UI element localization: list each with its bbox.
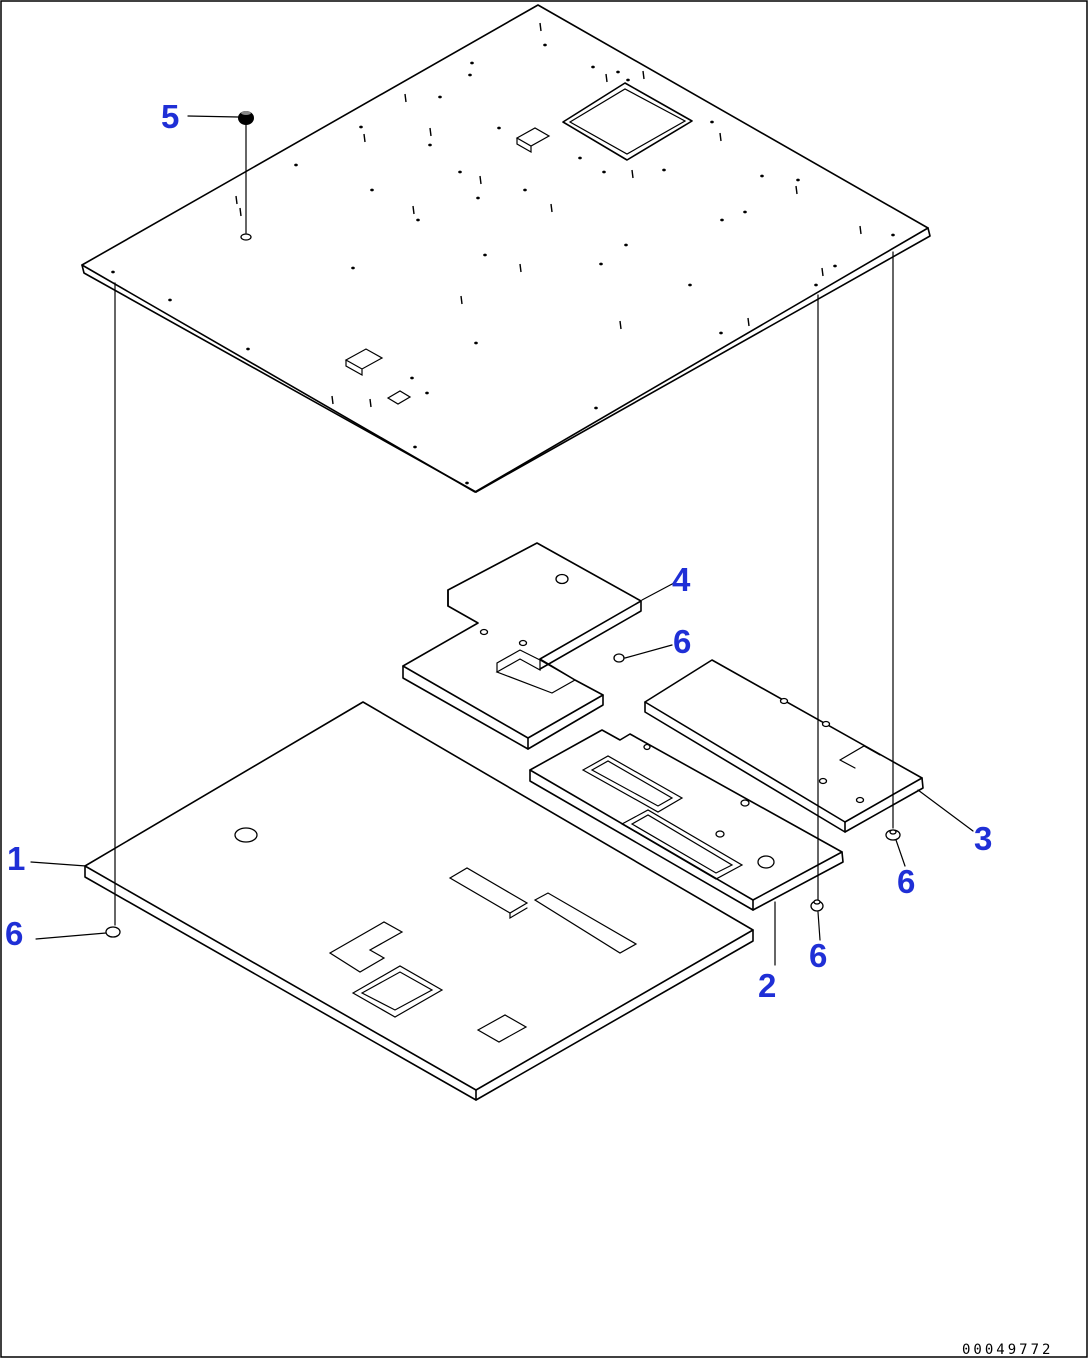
part-1-mat (84, 701, 754, 1101)
hardware (105, 111, 901, 938)
callout-6-middle: 6 (809, 937, 827, 974)
plate-mark (429, 127, 432, 137)
plate-mark (719, 132, 722, 142)
plate-mark (425, 391, 429, 395)
plate-mark (404, 93, 407, 103)
plate-mark (795, 185, 798, 195)
plate-mark (111, 270, 115, 274)
callout-3: 3 (974, 820, 992, 857)
part-3-mat (644, 659, 924, 833)
callout-1: 1 (7, 840, 25, 877)
clip-ring-icon (105, 926, 121, 938)
plate-mark (539, 22, 542, 32)
clip-ring-icon (885, 829, 901, 841)
callout-4: 4 (672, 561, 691, 598)
plate-mark (859, 225, 862, 235)
plate-mark (370, 188, 374, 192)
plate-mark (616, 70, 620, 74)
plate-mark (688, 283, 692, 287)
plate-mark (626, 78, 630, 82)
assembly-lines (114, 123, 894, 926)
plate-mark (458, 170, 462, 174)
plate-mark (760, 174, 764, 178)
plate-mark (235, 195, 238, 205)
plate-mark (631, 169, 634, 179)
plate-mark (465, 481, 469, 485)
callout-6-upper: 6 (673, 623, 691, 660)
plate-mark (747, 317, 750, 327)
plate-mark (821, 267, 824, 277)
plate-mark (619, 320, 622, 330)
plate-mark (412, 205, 415, 215)
plate-mark (331, 395, 334, 405)
plate-mark (369, 398, 372, 408)
plate-mark (814, 283, 818, 287)
plate-mark (602, 170, 606, 174)
floor-plate (81, 4, 931, 493)
clip-ring-icon (613, 653, 625, 663)
callout-2: 2 (758, 967, 776, 1004)
plate-mark (460, 295, 463, 305)
plate-mark (294, 163, 298, 167)
plate-mark (483, 253, 487, 257)
plate-mark (550, 203, 553, 213)
plate-mark (428, 143, 432, 147)
plate-mark (438, 95, 442, 99)
plate-mark (474, 341, 478, 345)
plate-mark (578, 156, 582, 160)
callout-6-left: 6 (5, 915, 23, 952)
plate-mark (239, 207, 242, 217)
part-4-mat (402, 542, 642, 750)
plate-mark (519, 263, 522, 273)
plate-mark (796, 178, 800, 182)
plate-mark (416, 218, 420, 222)
plate-mark (246, 347, 250, 351)
plate-mark (624, 243, 628, 247)
plate-mark (891, 233, 895, 237)
part-2-mat (529, 729, 844, 911)
plate-mark (470, 61, 474, 65)
plate-mark (720, 218, 724, 222)
plate-mark (410, 376, 414, 380)
clip-ring-icon (810, 899, 824, 912)
plate-mark (710, 120, 714, 124)
plate-mark (605, 73, 608, 83)
plate-mark (594, 406, 598, 410)
plate-mark (479, 175, 482, 185)
plate-mark (543, 43, 547, 47)
plate-mark (591, 65, 595, 69)
plate-mark (833, 264, 837, 268)
leader-lines (30, 115, 974, 966)
callout-labels: 5 1 6 4 6 3 6 2 6 (5, 98, 992, 1004)
plug-hole-icon (240, 233, 252, 241)
plate-mark (468, 73, 472, 77)
plate-mark (476, 196, 480, 200)
filled-plug-icon (238, 111, 254, 125)
plate-mark (359, 125, 363, 129)
plate-mark (599, 262, 603, 266)
plate-mark (497, 126, 501, 130)
plate-mark (351, 266, 355, 270)
document-number: 00049772 (962, 1342, 1053, 1358)
plate-mark (719, 331, 723, 335)
plate-mark (642, 70, 645, 80)
callout-5: 5 (161, 98, 179, 135)
plate-mark (743, 210, 747, 214)
plate-mark (168, 298, 172, 302)
callout-6-right: 6 (897, 863, 915, 900)
plate-mark (363, 133, 366, 143)
plate-mark (413, 445, 417, 449)
plate-mark (523, 188, 527, 192)
plate-mark (662, 168, 666, 172)
